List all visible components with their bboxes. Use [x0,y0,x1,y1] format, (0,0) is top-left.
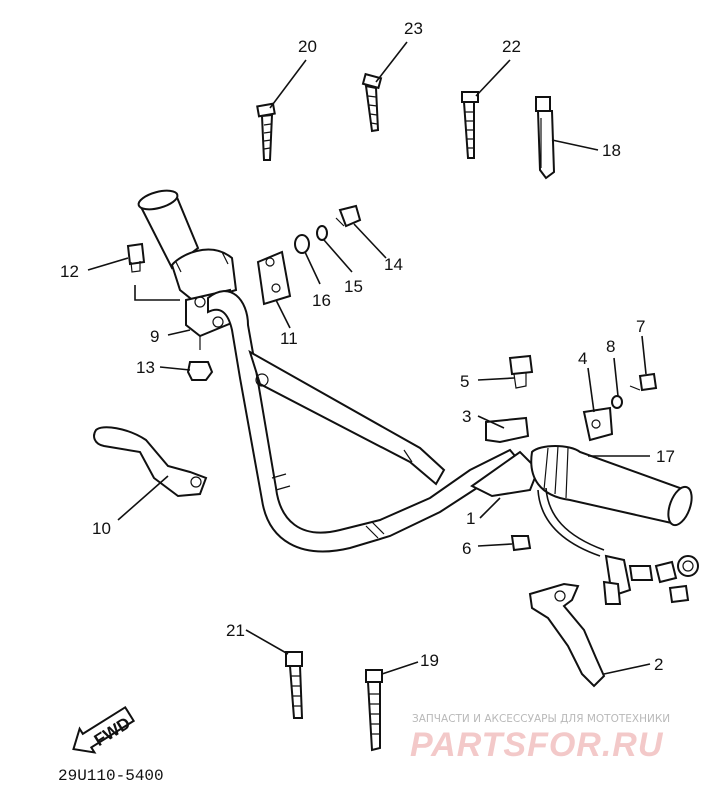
washer-15 [316,225,328,241]
cable-tie-21 [285,651,304,719]
watermark-brand: PARTSFOR.RU [410,726,664,764]
callout-15: 15 [344,277,363,296]
callout-14: 14 [384,255,403,274]
callout-16: 16 [312,291,331,310]
left-grip [137,189,238,304]
callout-20: 20 [298,37,317,56]
callout-10: 10 [92,519,111,538]
callout-21: 21 [226,621,245,640]
callout-12: 12 [60,262,79,281]
callout-1: 1 [466,509,475,528]
brake-lever-2 [528,582,606,688]
callout-23: 23 [404,19,423,38]
bolt-5 [508,354,534,389]
callout-22: 22 [502,37,521,56]
callout-9: 9 [150,327,159,346]
washer-8 [611,395,623,409]
callout-8: 8 [606,337,615,356]
nut-6 [510,535,532,552]
callout-13: 13 [136,358,155,377]
callout-11: 11 [280,329,298,348]
cable-tie-23 [361,72,383,133]
nut-13 [186,361,214,381]
fwd-arrow-icon [72,705,136,754]
screw-14 [335,204,362,228]
callout-6: 6 [462,539,471,558]
screw-12 [126,242,146,273]
right-grip-17 [530,445,693,527]
part-code: 29U110-5400 [58,767,164,785]
clutch-lever-10 [93,426,208,498]
washer-16 [294,234,310,254]
callout-17: 17 [656,447,675,466]
wire-harness [537,487,699,605]
cable-tie-19 [365,669,383,752]
callout-2: 2 [654,655,663,674]
cable-tie-20 [256,102,276,161]
watermark-tagline: ЗАПЧАСТИ И АКСЕССУАРЫ ДЛЯ МОТОТЕХНИКИ [412,713,670,725]
bracket-1 [470,450,540,498]
holder-11 [256,250,292,306]
callout-7: 7 [636,317,645,336]
holder-4 [582,406,614,442]
callout-19: 19 [420,651,439,670]
cable-tie-18 [535,96,556,180]
cable-tie-22 [461,91,479,159]
callout-3: 3 [462,407,471,426]
clamp-3 [485,416,530,444]
callout-5: 5 [460,372,469,391]
screw-7 [629,372,658,392]
callout-4: 4 [578,349,587,368]
callout-18: 18 [602,141,621,160]
